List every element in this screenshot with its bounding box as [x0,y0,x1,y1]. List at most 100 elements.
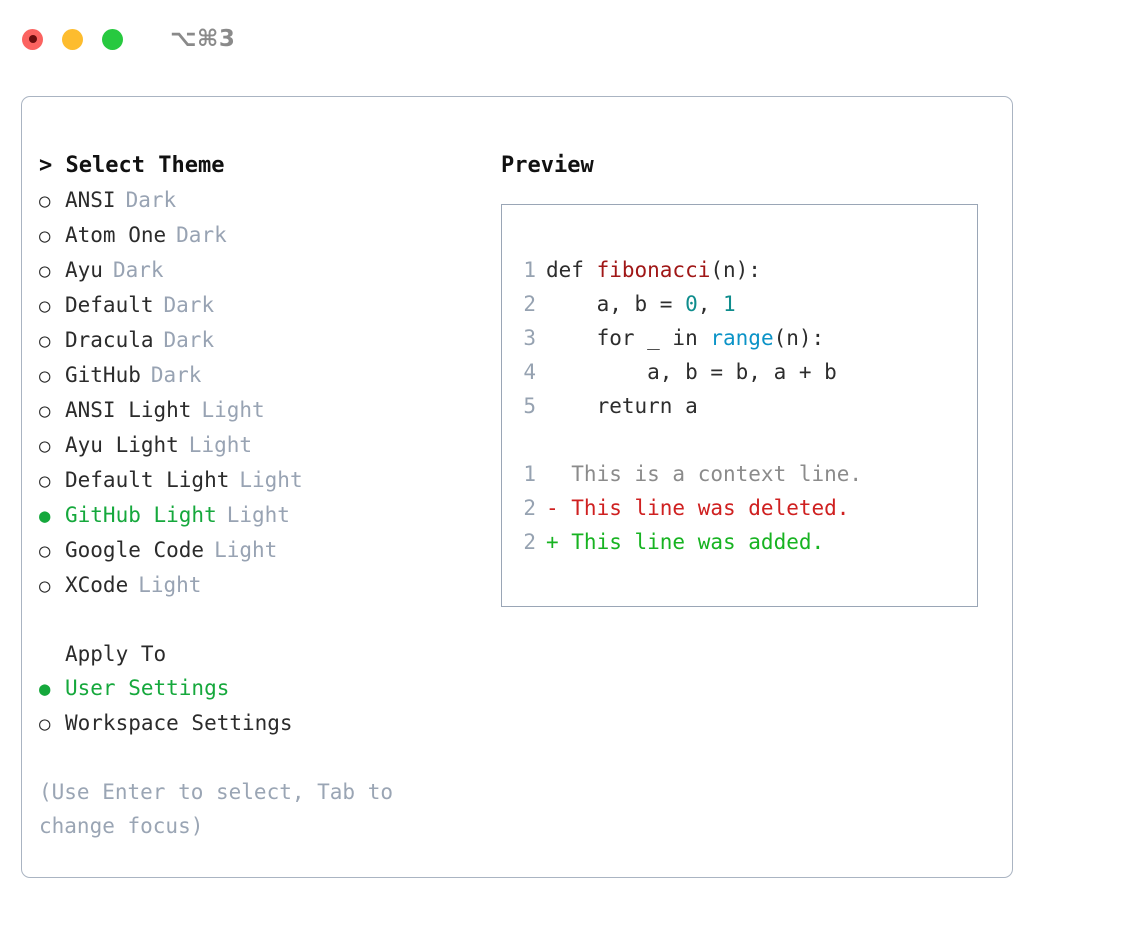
code-token: 1 [723,292,736,316]
theme-variant-badge: Light [214,538,278,562]
theme-option-github-light[interactable]: ● GitHub Light Light [39,498,479,533]
theme-variant-badge: Dark [125,188,177,212]
radio-unselected-icon: ○ [39,330,51,352]
theme-option-atom-one[interactable]: ○ Atom One Dark [39,218,479,253]
line-number: 1 [523,258,536,282]
theme-variant-badge: Light [226,503,290,527]
line-number: 4 [523,360,536,384]
keyboard-shortcut-label: ⌥⌘3 [170,26,236,52]
page-title: > Select Theme [39,149,479,183]
diff-line: 2- This line was deleted. [502,491,977,525]
apply-to-option-label: User Settings [65,676,230,700]
diff-line: 2 + This line was added. [502,525,977,559]
close-button[interactable] [22,28,43,50]
theme-variant-badge: Light [188,433,253,457]
apply-to-list: ● User Settings ○ Workspace Settings [39,671,479,741]
code-line: 1 def fibonacci(n): [502,253,977,287]
code-line-text: for _ in range(n): [546,321,825,355]
title-bar: ⌥⌘3 [0,0,1140,78]
radio-selected-icon: ● [39,678,51,700]
preview-title: Preview [501,153,594,178]
code-token: (n): [710,258,761,282]
code-line: 3 for _ in range(n): [502,321,977,355]
code-token: for _ in [546,326,711,350]
theme-variant-badge: Dark [176,223,227,247]
theme-option-label: Ayu Light [65,433,179,457]
line-number: 2 [523,292,536,316]
diff-block: 1 This is a context line. 2- This line wa… [502,457,977,559]
radio-unselected-icon: ○ [39,435,51,457]
code-line: 2 a, b = 0, 1 [502,287,977,321]
theme-option-label: ANSI Light [65,398,192,422]
theme-variant-badge: Light [138,573,202,597]
theme-option-github[interactable]: ○ GitHub Dark [39,358,479,393]
code-line: 5 return a [502,389,977,423]
minimize-button[interactable] [62,28,83,50]
code-token: 0 [685,292,698,316]
theme-option-label: ANSI [65,188,116,212]
code-token: , [697,292,724,316]
radio-unselected-icon: ○ [39,400,51,422]
radio-unselected-icon: ○ [39,540,51,562]
theme-variant-badge: Light [239,468,303,492]
code-line: 4 a, b = b, a + b [502,355,977,389]
code-token: fibonacci [596,258,711,282]
theme-option-default-light[interactable]: ○ Default Light Light [39,463,479,498]
code-token: range [710,326,774,350]
apply-to-option-workspace-settings[interactable]: ○ Workspace Settings [39,706,479,741]
maximize-button[interactable] [102,28,123,50]
radio-unselected-icon: ○ [39,365,51,387]
radio-unselected-icon: ○ [39,470,51,492]
page-title-text: Select Theme [65,153,225,178]
code-line-text: a, b = 0, 1 [546,287,736,321]
diff-line-text: This is a context line. [546,462,863,486]
apply-to-heading: Apply To [65,642,167,666]
code-diff-separator [502,423,977,457]
theme-option-google-code[interactable]: ○ Google Code Light [39,533,479,568]
line-number: 3 [523,326,536,350]
theme-option-label: Atom One [65,223,167,247]
theme-variant-badge: Dark [150,363,202,387]
theme-option-label: Dracula [65,328,154,352]
line-number: 2 [523,530,536,554]
theme-option-ayu-light[interactable]: ○ Ayu Light Light [39,428,479,463]
theme-variant-badge: Light [201,398,265,422]
theme-option-label: Google Code [65,538,205,562]
code-line-text: def fibonacci(n): [546,253,761,287]
spacer [39,603,479,637]
traffic-lights [22,28,123,50]
radio-unselected-icon: ○ [39,225,51,247]
theme-option-label: Ayu [65,258,103,282]
recording-indicator-icon [28,35,37,43]
theme-option-label: GitHub Light [65,503,217,527]
code-line-text: return a [546,389,698,423]
line-number: 5 [523,394,536,418]
apply-to-option-label: Workspace Settings [65,711,293,735]
code-token: return a [546,394,698,418]
theme-option-label: Default Light [65,468,230,492]
code-token: a, b = b, a + b [546,360,837,384]
diff-line-text: + This line was added. [546,530,825,554]
theme-option-ansi-light[interactable]: ○ ANSI Light Light [39,393,479,428]
radio-unselected-icon: ○ [39,575,51,597]
radio-unselected-icon: ○ [39,713,51,735]
code-token: a, b = [546,292,686,316]
code-line-text: a, b = b, a + b [546,355,837,389]
theme-option-label: GitHub [65,363,141,387]
radio-selected-icon: ● [39,505,51,527]
theme-variant-badge: Dark [112,258,164,282]
apply-to-option-user-settings[interactable]: ● User Settings [39,671,479,706]
line-number: 1 [523,462,536,486]
